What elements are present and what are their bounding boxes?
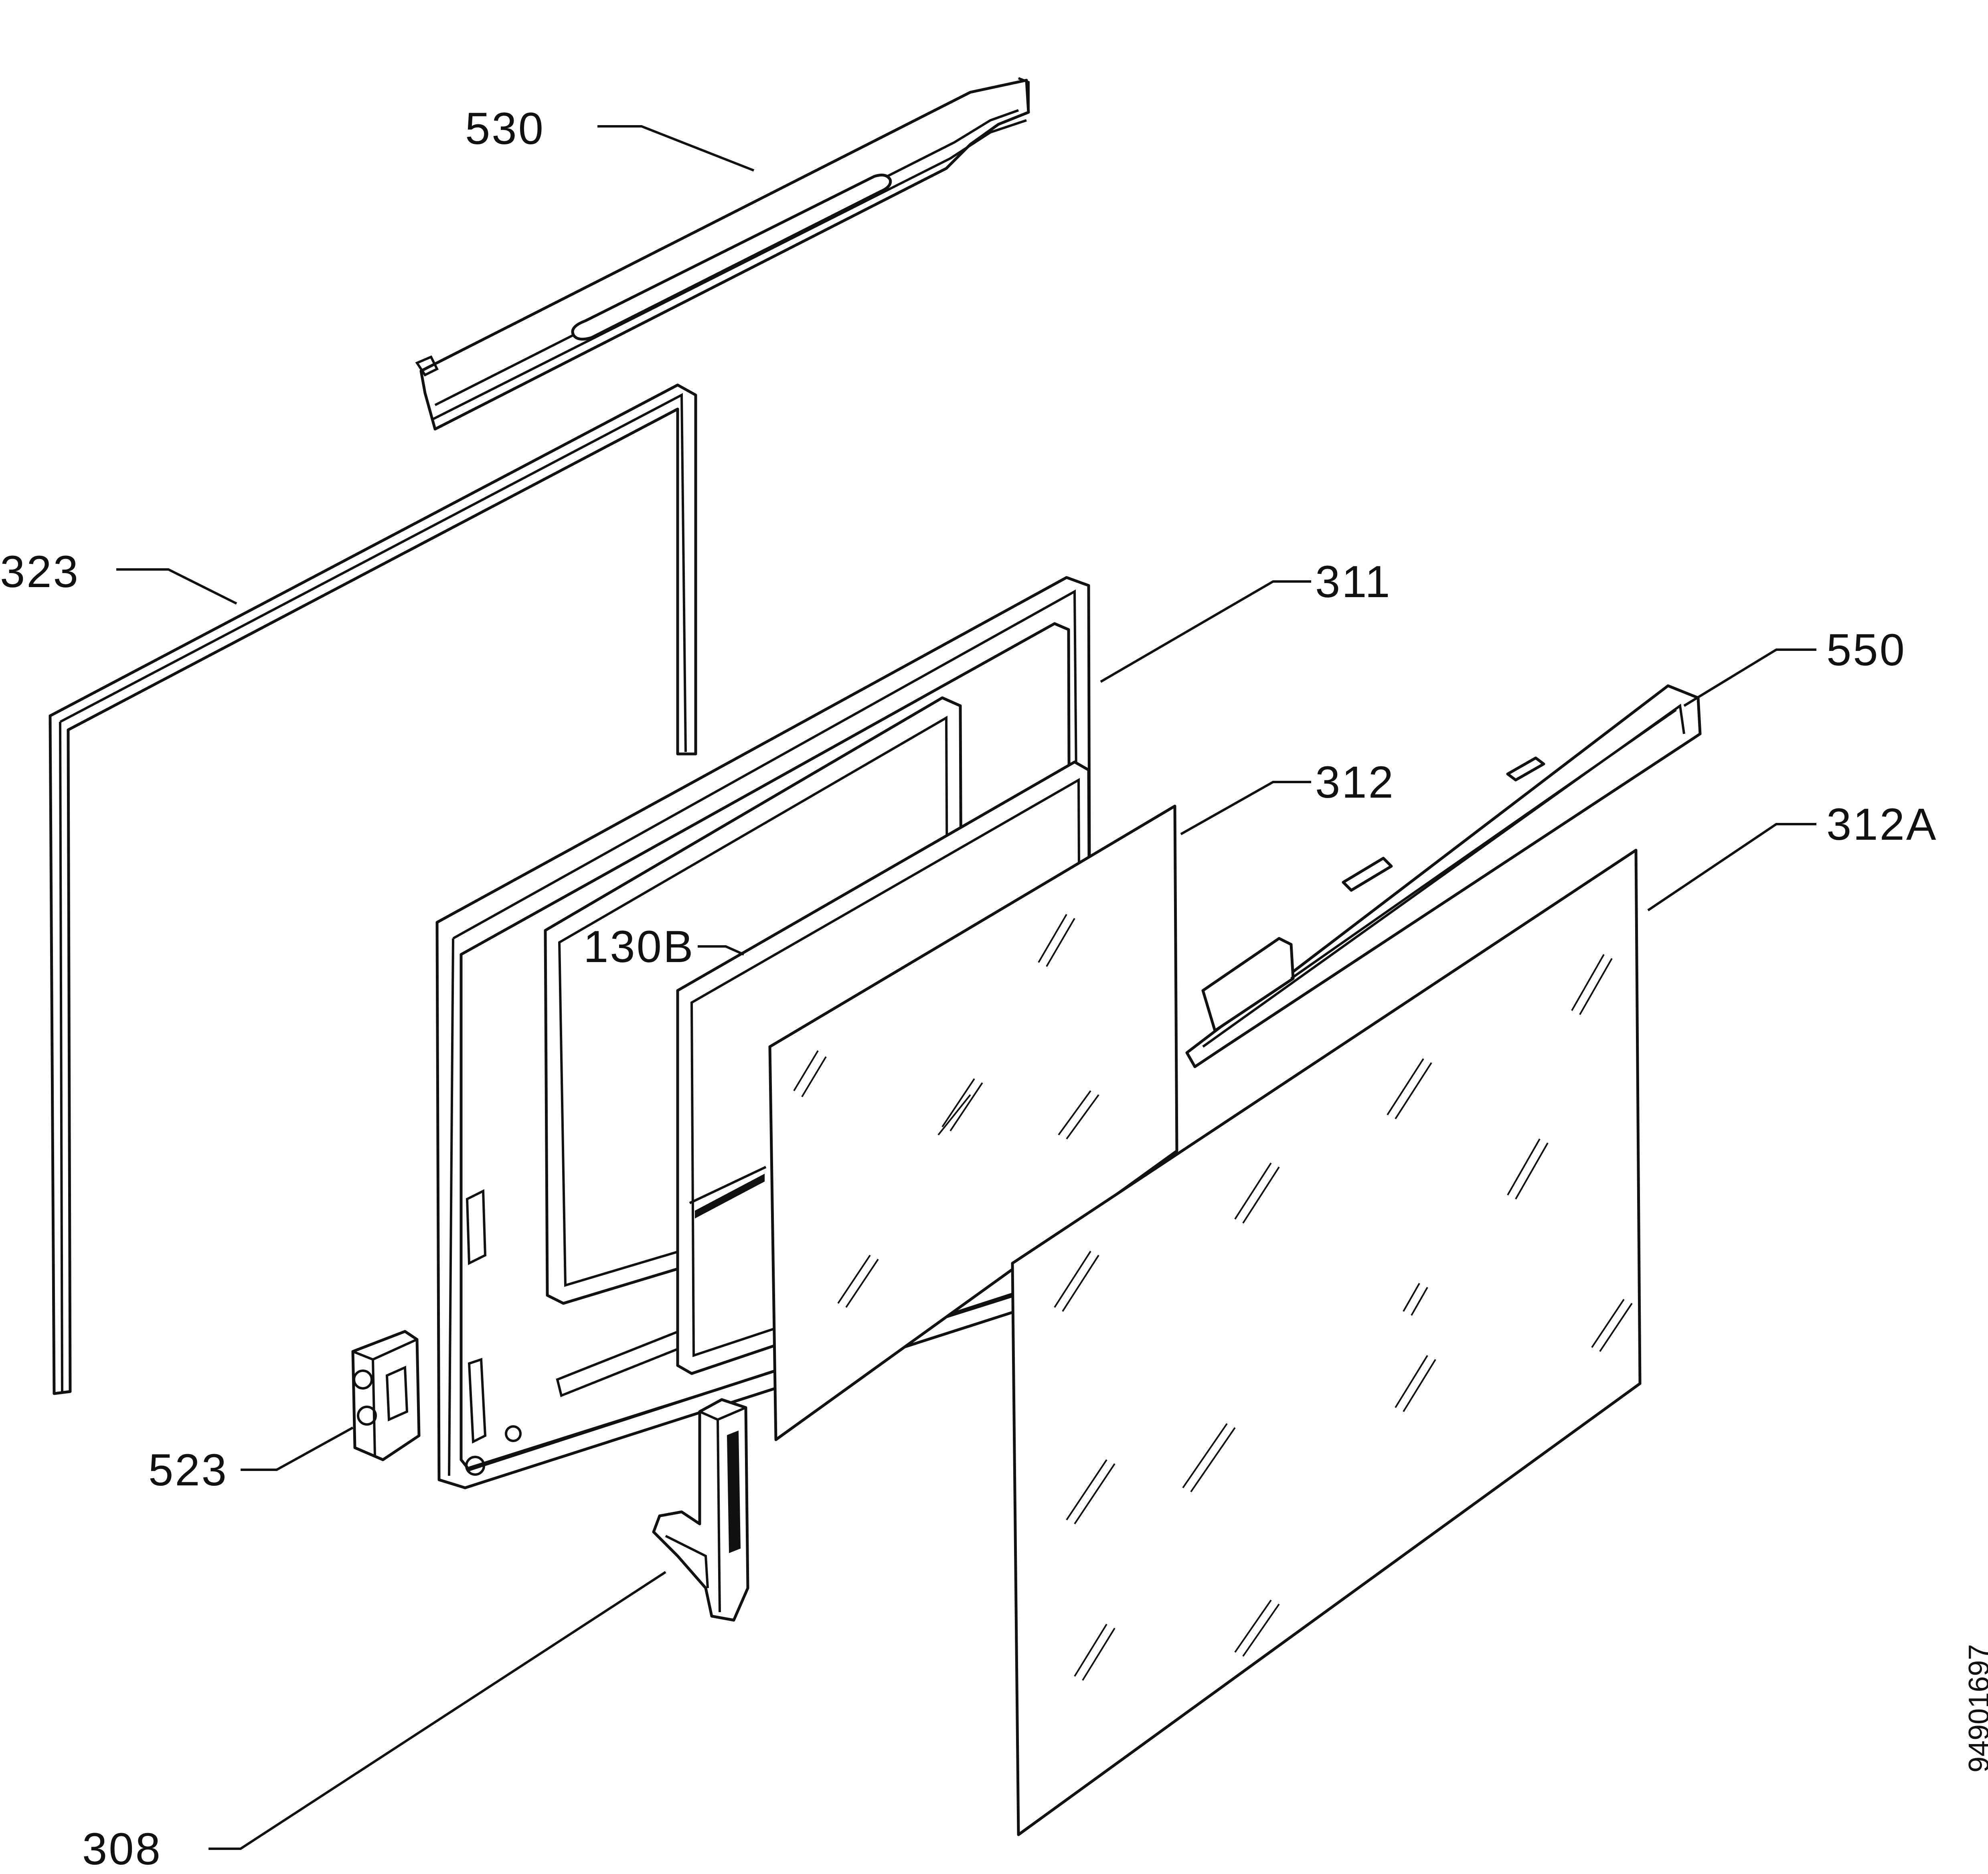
label-312a: 312A <box>1826 799 1938 849</box>
leader-312a <box>1647 823 1816 912</box>
label-308: 308 <box>82 1824 162 1874</box>
leader-lines <box>116 125 1816 1850</box>
label-323: 323 <box>0 547 80 597</box>
leader-312 <box>1180 781 1311 835</box>
part-530-door-top-trim <box>415 77 1030 431</box>
leader-530 <box>597 125 755 172</box>
part-308-hinge <box>652 1398 749 1622</box>
label-311: 311 <box>1315 557 1392 607</box>
part-323-door-gasket <box>49 383 697 1395</box>
leader-311 <box>1100 580 1311 683</box>
label-530: 530 <box>465 103 545 154</box>
label-312: 312 <box>1315 757 1395 807</box>
leader-323 <box>116 568 237 605</box>
document-number: 94901697 <box>1963 1644 1988 1773</box>
leader-523 <box>241 1426 354 1471</box>
label-523: 523 <box>148 1445 228 1495</box>
part-523-hinge-bracket <box>351 1330 421 1461</box>
part-312a-outer-glass <box>937 849 1642 1836</box>
part-312-inner-glass <box>768 804 1178 1441</box>
label-550: 550 <box>1826 625 1906 675</box>
part-550-glass-support-strip <box>1185 684 1702 1068</box>
leader-550 <box>1683 648 1816 707</box>
leader-130b <box>698 945 745 956</box>
label-130b: 130B <box>583 922 695 972</box>
leader-308 <box>209 1571 666 1850</box>
